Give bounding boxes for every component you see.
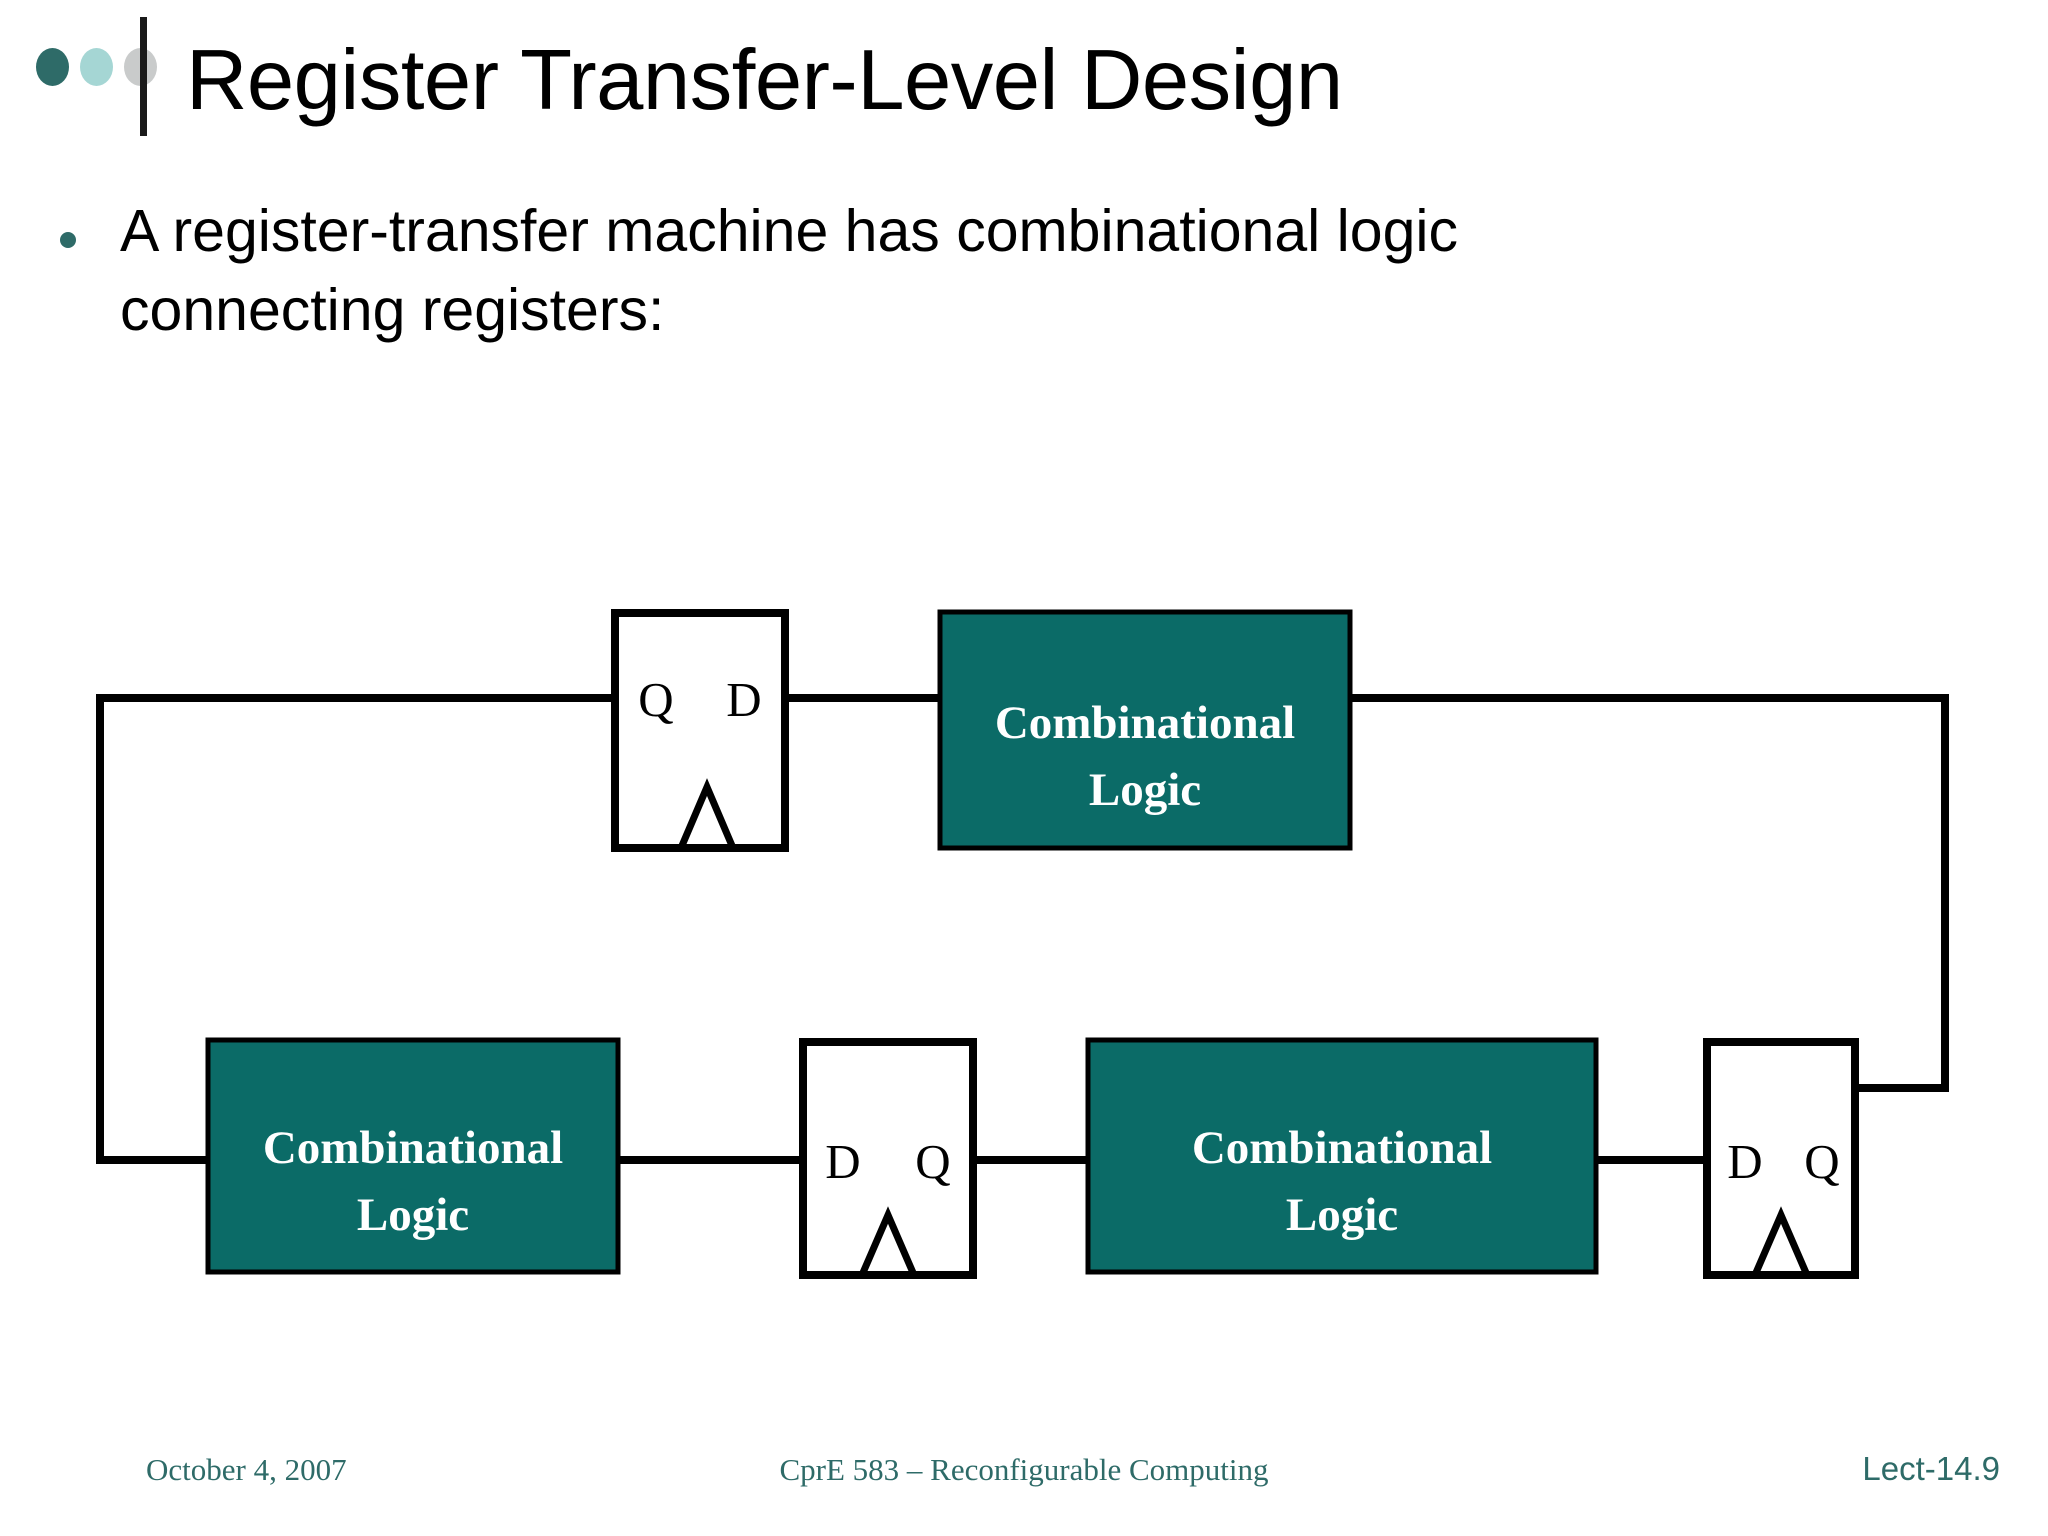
combinational-logic-top-line2: Logic (1089, 764, 1201, 816)
combinational-logic-bottom-right-body (1085, 1037, 1599, 1275)
slide-header: Register Transfer-Level Design (0, 0, 2048, 185)
bullet-dot-icon (60, 232, 76, 248)
logo-dots (36, 48, 157, 86)
flip-flop-top-q-label: Q (638, 672, 673, 727)
wire-feedback-right (1346, 694, 1949, 1092)
flip-flop-bottom-mid-d-label: D (825, 1134, 860, 1189)
flip-flop-bottom-right-q-label: Q (1804, 1134, 1839, 1189)
logo-dot-1-icon (36, 48, 69, 86)
combinational-logic-bottom-left[interactable]: Combinational Logic (205, 1037, 621, 1275)
combinational-logic-bottom-left-line1: Combinational (263, 1122, 563, 1174)
flip-flop-top[interactable]: Q D (611, 609, 789, 852)
flip-flop-bottom-mid-q-label: Q (915, 1134, 950, 1189)
flip-flop-bottom-mid-body (799, 1038, 977, 1279)
footer-lecture: Lect-14.9 (1862, 1450, 2000, 1487)
flip-flop-bottom-mid[interactable]: D Q (799, 1038, 977, 1279)
page-title: Register Transfer-Level Design (186, 33, 1343, 128)
wire-feedback-left (96, 694, 619, 1164)
combinational-logic-top-line1: Combinational (995, 697, 1295, 749)
combinational-logic-bottom-right[interactable]: Combinational Logic (1085, 1037, 1599, 1275)
footer-date: October 4, 2007 (146, 1452, 347, 1487)
logo-divider-bar (140, 17, 147, 136)
flip-flop-bottom-right-clock-icon (1751, 1206, 1811, 1277)
flip-flop-bottom-mid-clock-icon (858, 1206, 918, 1277)
body-bullet-list: A register-transfer machine has combinat… (60, 192, 1560, 350)
footer-course: CprE 583 – Reconfigurable Computing (779, 1452, 1269, 1487)
combinational-logic-bottom-right-line2: Logic (1286, 1189, 1398, 1241)
logo-dot-2-icon (80, 48, 113, 86)
bullet-text: A register-transfer machine has combinat… (120, 198, 1458, 343)
diagram-wires (96, 694, 1949, 1164)
list-item: A register-transfer machine has combinat… (60, 192, 1560, 350)
combinational-logic-bottom-left-line2: Logic (357, 1189, 469, 1241)
slide-footer: October 4, 2007 CprE 583 – Reconfigurabl… (0, 1450, 2048, 1512)
flip-flop-bottom-right-body (1703, 1038, 1859, 1279)
combinational-logic-bottom-right-line1: Combinational (1192, 1122, 1492, 1174)
flip-flop-top-body (611, 609, 789, 852)
combinational-logic-bottom-left-body (205, 1037, 621, 1275)
combinational-logic-top[interactable]: Combinational Logic (937, 609, 1353, 851)
flip-flop-bottom-right[interactable]: D Q (1703, 1038, 1859, 1279)
flip-flop-bottom-right-d-label: D (1727, 1134, 1762, 1189)
flip-flop-top-clock-icon (677, 778, 737, 850)
flip-flop-top-d-label: D (726, 672, 761, 727)
combinational-logic-top-body (937, 609, 1353, 851)
